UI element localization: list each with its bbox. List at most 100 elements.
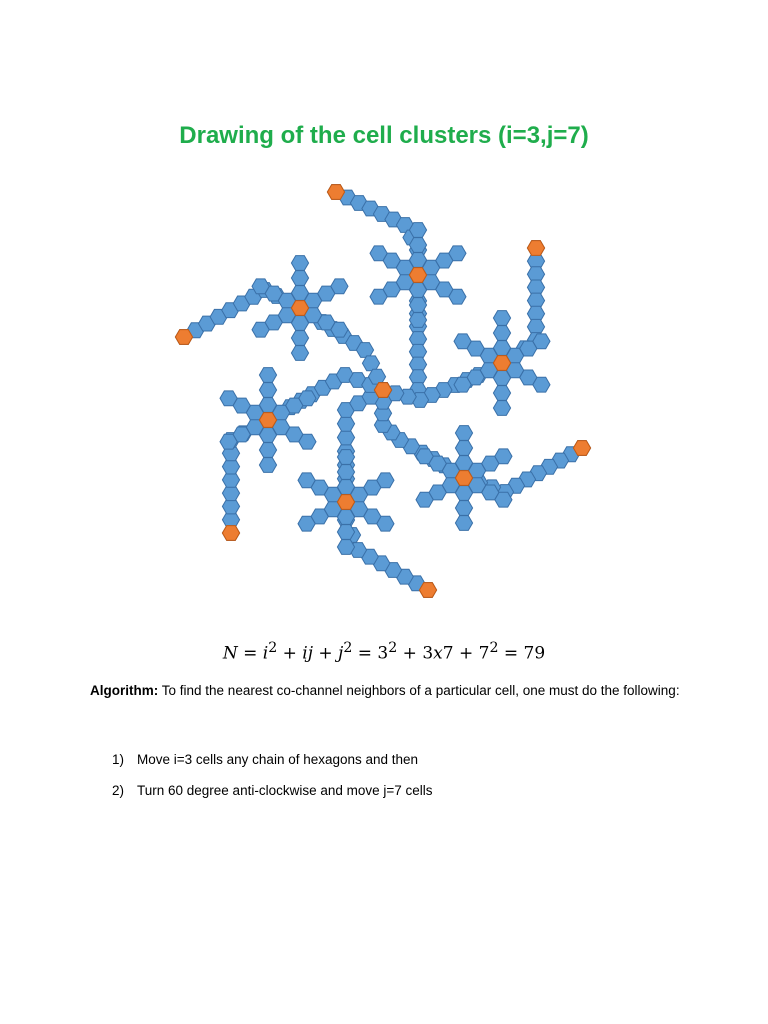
formula-plus-1: + xyxy=(282,643,297,664)
hexagon-cell xyxy=(376,515,395,532)
hexagon-cell xyxy=(454,425,474,441)
hexagon-cell xyxy=(330,278,349,295)
hexagon-cell xyxy=(290,270,310,286)
co-channel-cell xyxy=(290,300,310,316)
algorithm-label: Algorithm: xyxy=(90,683,159,698)
step-text: Move i=3 cells any chain of hexagons and… xyxy=(137,752,419,767)
hexagon-cell xyxy=(290,255,310,271)
formula-three: 3 xyxy=(377,643,389,664)
hexagon-cell xyxy=(453,333,472,350)
hexagon-cell xyxy=(290,330,310,346)
hexagon-cell xyxy=(454,500,474,516)
formula-seven-b: 7 xyxy=(478,643,490,664)
formula-exponent-2: 2 xyxy=(343,640,353,656)
co-channel-cell xyxy=(418,582,438,598)
step-number: 1) xyxy=(112,752,125,767)
co-channel-cell xyxy=(336,494,356,510)
formula-equals-1: = xyxy=(243,643,258,664)
hexagon-cell xyxy=(376,472,395,489)
formula-equals-2: = xyxy=(357,643,372,664)
hexagon-cell xyxy=(219,390,238,407)
co-channel-cell xyxy=(373,382,393,398)
formula-result: 79 xyxy=(523,643,546,664)
hexagon-cell xyxy=(221,498,241,515)
hexagon-cell xyxy=(454,515,474,531)
hexagon-cell xyxy=(336,415,356,432)
step-item: 2) Turn 60 degree anti-clockwise and move… xyxy=(112,780,433,811)
hexagon-cell xyxy=(492,400,512,416)
hexagon-cell xyxy=(336,464,356,480)
step-number: 2) xyxy=(112,783,125,798)
hexagon-cell xyxy=(336,429,356,446)
hexagon-cell xyxy=(526,292,546,309)
step-item: 1) Move i=3 cells any chain of hexagons a… xyxy=(112,749,433,780)
formula-seven: 7 xyxy=(442,643,454,664)
hexagon-cell xyxy=(408,222,428,238)
co-channel-cell xyxy=(526,240,546,256)
algorithm-steps: 1) Move i=3 cells any chain of hexagons a… xyxy=(112,749,433,811)
co-channel-cell xyxy=(408,267,428,283)
hexagon-cell xyxy=(494,491,513,508)
hexagon-cell xyxy=(415,491,434,508)
hexagon-cell xyxy=(369,245,388,262)
hexagon-cell xyxy=(221,511,241,528)
hexagon-cell xyxy=(453,376,472,393)
hexagon-cell xyxy=(221,458,241,475)
hexagon-cell xyxy=(448,288,467,305)
hexagon-cell xyxy=(336,524,356,540)
hexagon-cell xyxy=(258,382,278,398)
hexagon-cell xyxy=(336,449,356,465)
hexagon-cell xyxy=(492,325,512,341)
co-channel-cell xyxy=(492,355,512,371)
hexagon-cell xyxy=(415,448,434,465)
hexagon-cell xyxy=(298,390,317,407)
hexagon-cell xyxy=(336,539,356,555)
hexagon-cell xyxy=(361,355,381,372)
hexagon-cell xyxy=(219,433,238,450)
hexagon-cell xyxy=(532,333,551,350)
hexagon-cell xyxy=(258,367,278,383)
step-text: Turn 60 degree anti-clockwise and move j… xyxy=(137,783,433,798)
formula-exponent-3: 2 xyxy=(388,640,398,656)
hexagon-cell xyxy=(290,345,310,361)
hexagon-cell xyxy=(494,448,513,465)
algorithm-paragraph: Algorithm: To find the nearest co-channe… xyxy=(90,676,720,705)
cluster-size-formula: N = i2 + ij + j2 = 32 + 3x7 + 72 = 79 xyxy=(0,640,768,664)
hexagon-cell xyxy=(454,440,474,456)
hexagon-cell xyxy=(369,288,388,305)
formula-equals-3: = xyxy=(503,643,519,664)
formula-i: i xyxy=(262,643,269,664)
hexagon-cell xyxy=(408,297,428,313)
hexagon-cell xyxy=(251,278,270,295)
hexagon-cell xyxy=(526,318,546,335)
hexagon-cell xyxy=(330,321,349,338)
hexagon-cell xyxy=(258,457,278,473)
hexagon-cell xyxy=(258,442,278,458)
hexagon-cell xyxy=(448,245,467,262)
hexagon-cell xyxy=(367,368,387,385)
hexagon-cell xyxy=(492,385,512,401)
hexagon-cell xyxy=(297,515,316,532)
formula-plus-3: + xyxy=(402,643,417,664)
formula-exponent-1: 2 xyxy=(268,640,278,656)
hexagon-cell xyxy=(492,310,512,326)
page-title: Drawing of the cell clusters (i=3,j=7) xyxy=(179,122,589,149)
formula-x: x xyxy=(433,643,443,664)
hexagon-cell xyxy=(408,312,428,328)
co-channel-cell xyxy=(454,470,474,486)
formula-plus-2: + xyxy=(318,643,333,664)
hexagon-cell xyxy=(251,321,270,338)
formula-ij: ij xyxy=(302,643,313,664)
hexagon-cell xyxy=(298,433,317,450)
co-channel-cell xyxy=(326,184,346,200)
formula-three-b: 3 xyxy=(422,643,434,664)
hexagon-cell xyxy=(408,237,428,253)
co-channel-cell xyxy=(174,329,194,345)
formula-n: N xyxy=(222,643,238,664)
cell-cluster-diagram xyxy=(174,184,592,598)
formula-plus-4: + xyxy=(458,643,474,664)
formula-j: j xyxy=(338,643,344,664)
co-channel-cell xyxy=(221,525,241,541)
co-channel-cell xyxy=(572,440,592,456)
hexagon-cell xyxy=(221,485,241,502)
